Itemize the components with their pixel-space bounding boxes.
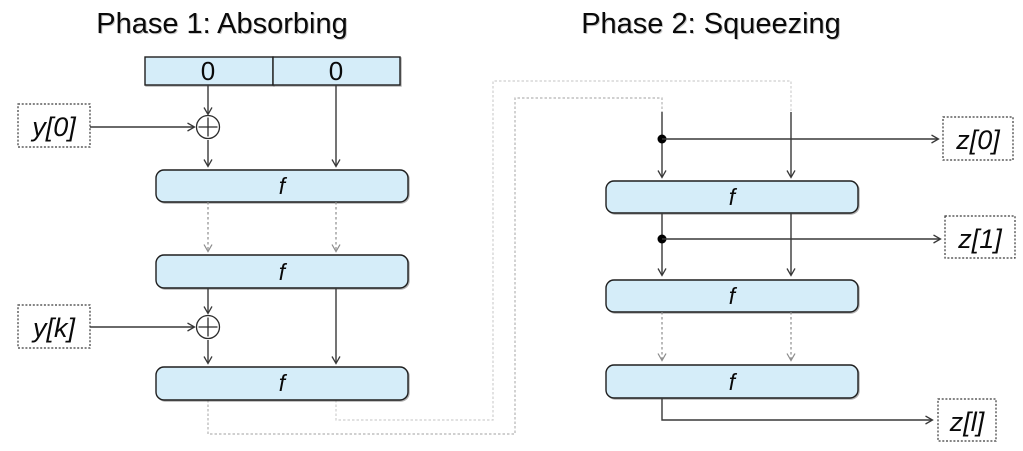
output-label-z0-text: z[0] — [955, 125, 1001, 155]
input-label-y0: y[0] — [17, 103, 91, 148]
squeeze-f2-label: f — [729, 283, 738, 309]
phase1-title: Phase 1: Absorbing — [96, 8, 348, 40]
xor1-plus — [198, 117, 218, 137]
squeeze-f1: f — [605, 180, 859, 214]
xor2-plus — [198, 317, 218, 337]
state-cell-left — [144, 56, 274, 86]
input-label-yk-text: y[k] — [31, 313, 77, 343]
absorb-f1: f — [155, 169, 409, 203]
output-label-zl-text: z[l] — [949, 407, 986, 437]
input-label-y0-text: y[0] — [30, 112, 77, 142]
output-label-z0: z[0] — [942, 116, 1014, 161]
output-label-zl-box — [937, 398, 997, 442]
output-label-z1-text: z[1] — [957, 224, 1003, 254]
output-label-z1-box — [944, 215, 1016, 259]
squeeze-f3-label: f — [729, 369, 738, 395]
absorb-f2-box — [155, 254, 409, 289]
state-cell-left-value: 0 — [201, 56, 215, 86]
xor-icon — [195, 314, 221, 340]
absorb-f3-label: f — [279, 370, 288, 396]
input-label-yk: y[k] — [17, 304, 91, 349]
squeeze-f1-label: f — [729, 184, 738, 210]
squeeze-f2-box — [605, 279, 859, 313]
absorb-f1-box — [155, 169, 409, 203]
squeeze-f1-box — [605, 180, 859, 214]
squeeze-f2: f — [605, 279, 859, 313]
output-label-zl: z[l] — [937, 398, 997, 442]
absorb-f3: f — [155, 366, 409, 401]
absorb-f3-box — [155, 366, 409, 401]
routing-line-rate-to-squeeze — [207, 97, 663, 435]
xor-icon — [195, 114, 221, 140]
state-cell-right-value: 0 — [329, 56, 343, 86]
absorb-f1-label: f — [279, 173, 288, 199]
phase2-title: Phase 2: Squeezing — [581, 8, 841, 40]
output-label-z0-box — [942, 116, 1014, 161]
squeeze-f3-box — [605, 364, 859, 399]
initial-state-register: 0 0 — [144, 56, 401, 86]
absorb-f2: f — [155, 254, 409, 289]
arrow-to-zl — [661, 398, 932, 420]
squeeze-f3: f — [605, 364, 859, 399]
routing-line-capacity-to-squeeze — [335, 80, 792, 421]
absorb-f2-label: f — [279, 259, 288, 285]
output-label-z1: z[1] — [944, 215, 1016, 259]
input-label-y0-box — [17, 103, 91, 148]
